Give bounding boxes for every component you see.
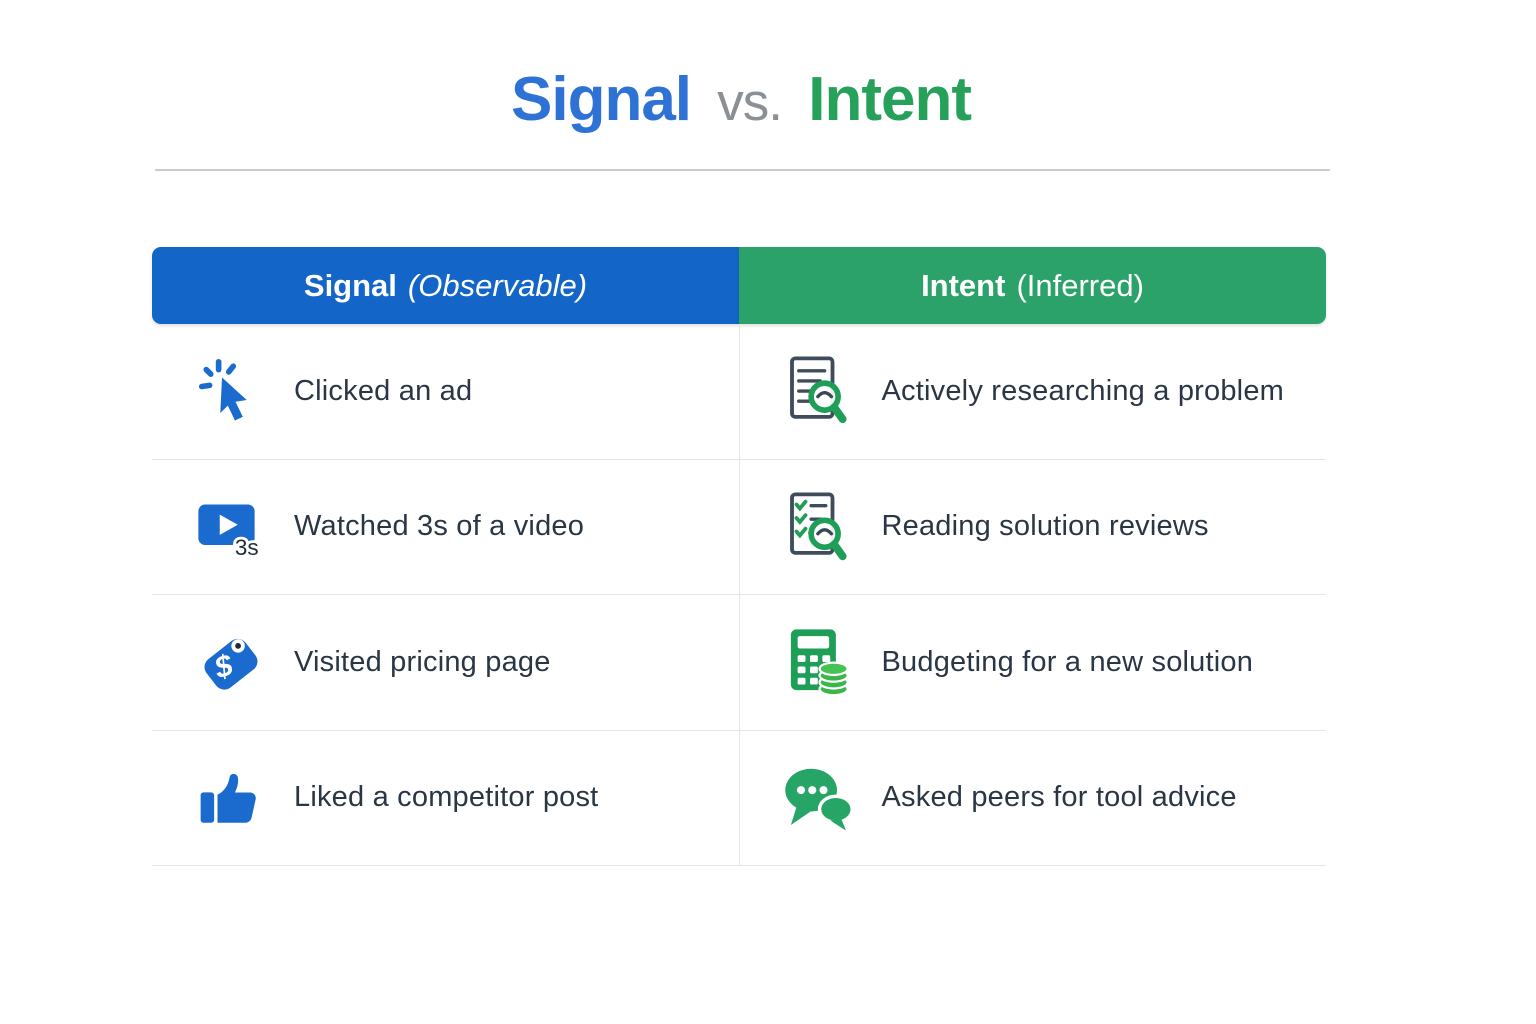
intent-row-label: Asked peers for tool advice — [881, 781, 1237, 814]
signal-cell-clicked-ad: Clicked an ad — [152, 324, 739, 459]
intent-row-label: Reading solution reviews — [881, 510, 1209, 543]
title-signal-word: Signal — [511, 65, 692, 134]
table-row: 3s Watched 3s of a video — [152, 459, 1327, 595]
checklist-search-icon — [780, 488, 858, 566]
signal-header-qualifier: (Observable) — [407, 267, 588, 303]
table-row: Liked a competitor post Asked peers for … — [152, 730, 1327, 866]
signal-row-label: Liked a competitor post — [294, 781, 599, 814]
signal-row-label: Clicked an ad — [294, 374, 473, 407]
intent-cell-asked-peers: Asked peers for tool advice — [738, 730, 1327, 865]
signal-cell-watched-video: 3s Watched 3s of a video — [152, 460, 739, 595]
intent-cell-researching: Actively researching a problem — [738, 324, 1327, 459]
title-vs-word: vs. — [717, 73, 783, 132]
calculator-coins-icon — [780, 623, 858, 701]
table-row: Clicked an ad Actively researching — [152, 324, 1326, 460]
table-row: $ Visited pricing page — [152, 595, 1326, 731]
thumbs-up-icon — [192, 759, 270, 837]
intent-cell-budgeting: Budgeting for a new solution — [738, 595, 1327, 730]
signal-header-bold: Signal — [303, 267, 397, 303]
intent-row-label: Actively researching a problem — [881, 374, 1285, 407]
video-3s-badge: 3s — [235, 535, 259, 560]
intent-column-header: Intent (Inferred) — [739, 247, 1326, 324]
video-play-icon: 3s — [192, 488, 270, 566]
intent-header-qualifier: (Inferred) — [1016, 267, 1144, 303]
signal-cell-pricing-page: $ Visited pricing page — [152, 595, 739, 730]
comparison-table: Signal (Observable) Intent (Inferred) — [152, 247, 1326, 866]
intent-row-label: Budgeting for a new solution — [881, 645, 1254, 678]
price-tag-icon: $ — [192, 623, 270, 701]
signal-cell-liked-post: Liked a competitor post — [152, 731, 739, 866]
chat-bubbles-icon — [780, 759, 858, 837]
signal-row-label: Watched 3s of a video — [294, 510, 585, 543]
title-divider-line — [155, 169, 1330, 171]
signal-column-header: Signal (Observable) — [152, 247, 739, 324]
signal-row-label: Visited pricing page — [294, 645, 551, 678]
document-search-icon — [780, 352, 858, 430]
intent-header-bold: Intent — [921, 267, 1006, 303]
title-intent-word: Intent — [808, 65, 972, 134]
intent-cell-reading-reviews: Reading solution reviews — [738, 459, 1327, 594]
table-header-row: Signal (Observable) Intent (Inferred) — [152, 247, 1326, 324]
page-title: Signal vs. Intent — [152, 64, 1330, 135]
cursor-click-icon — [192, 352, 270, 430]
